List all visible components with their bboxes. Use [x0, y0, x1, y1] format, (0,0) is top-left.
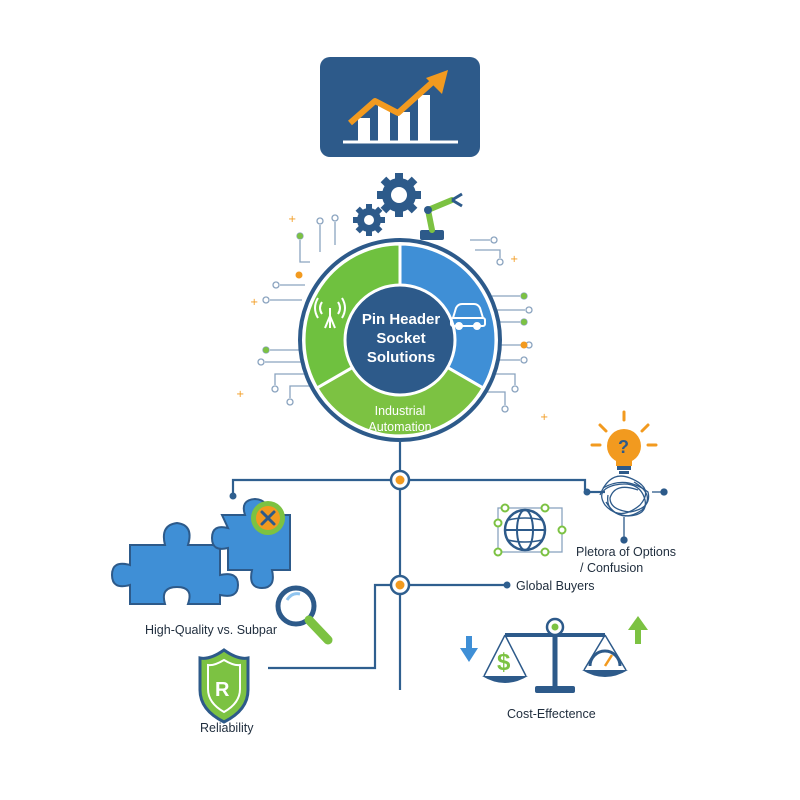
hub-title: Pin Header Socket Solutions [345, 310, 457, 367]
svg-text:+: + [250, 297, 258, 308]
svg-text:+: + [288, 214, 296, 225]
magnifier-icon [275, 585, 333, 645]
hub-title-line3: Solutions [366, 349, 436, 366]
circuit-traces [257, 214, 533, 413]
segment-label: Industrial Automation [340, 403, 460, 435]
sparkle-icons: + + + + + [236, 214, 548, 423]
svg-text:+: + [510, 254, 518, 265]
svg-text:$: $ [497, 649, 511, 676]
svg-text:+: + [540, 412, 548, 423]
globe-icon [493, 503, 567, 557]
connector-junctions [229, 469, 591, 596]
shield-icon: R [198, 648, 250, 724]
circuit-dots [263, 233, 528, 353]
car-icon [450, 303, 486, 330]
antenna-icon [314, 297, 346, 329]
label-reliability: Reliability [200, 721, 254, 735]
label-global-buyers: Global Buyers [516, 579, 595, 593]
lightbulb-icon: ? [590, 410, 658, 474]
label-plethora-line2: / Confusion [580, 561, 644, 575]
robot-arm-icon [420, 192, 463, 240]
svg-text:R: R [215, 679, 230, 701]
balance-scale-icon: $ [460, 616, 648, 693]
svg-text:?: ? [618, 437, 629, 457]
x-badge-icon [251, 501, 285, 535]
label-plethora-line1: Pletora of Options [576, 545, 677, 559]
hub-title-line1: Pin Header [361, 311, 441, 328]
hub-circle [298, 238, 502, 442]
tangled-lines-icon [599, 475, 668, 544]
segment-label-line1: Industrial [374, 404, 426, 418]
segment-label-line2: Automation [368, 420, 432, 434]
label-cost-effectence: Cost-Effectence [507, 707, 596, 721]
hub-title-line2: Socket [376, 330, 426, 347]
gears-icon [353, 173, 421, 236]
svg-text:+: + [236, 389, 244, 400]
label-high-quality: High-Quality vs. Subpar [145, 623, 278, 637]
growth-chart-icon [320, 57, 480, 157]
